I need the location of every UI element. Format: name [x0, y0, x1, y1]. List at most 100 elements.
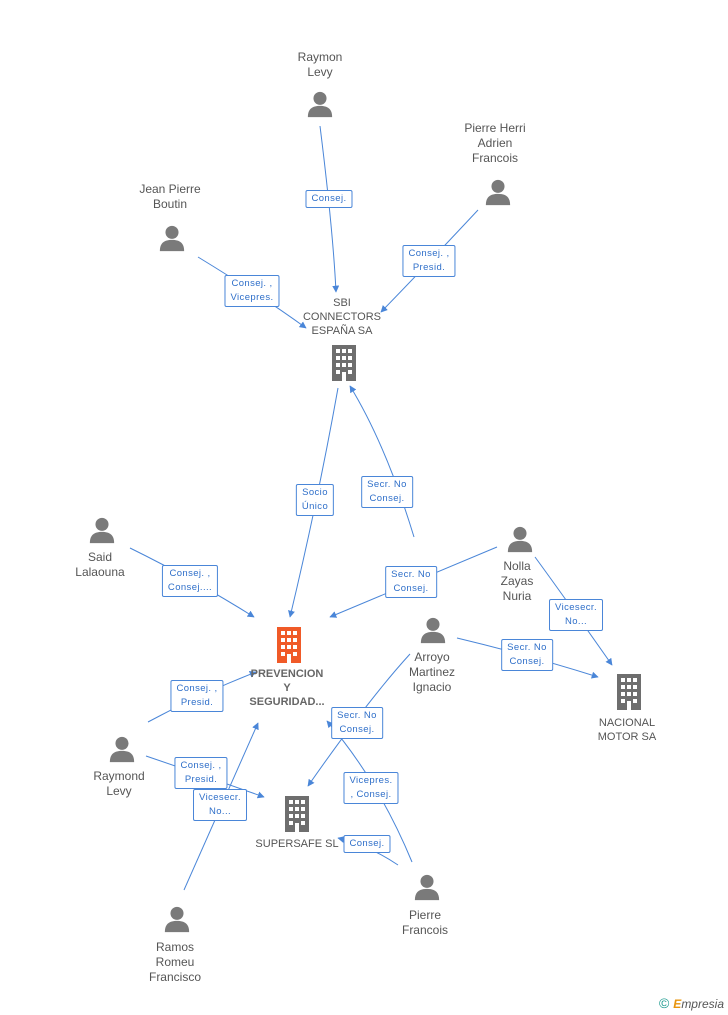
company-label-line: MOTOR SA — [597, 731, 657, 743]
brand-logo: Empresia — [673, 997, 724, 1011]
person-label-line: Raymon — [297, 50, 343, 64]
edge-label-line: Presid. — [180, 697, 214, 708]
edge-label-ramos-to-prevencion[interactable]: Vicesecr. No... — [193, 789, 247, 821]
edge-label-line: Consej. , — [169, 568, 211, 579]
edge-label-line: Vicepres. — [349, 775, 393, 786]
edge-label-line: Consej. — [369, 493, 405, 504]
building-icon-prevencion[interactable] — [277, 627, 301, 663]
edge-label-line: No... — [208, 806, 232, 817]
person-label-line: Zayas — [500, 574, 534, 588]
edge-label-line: Socio — [302, 487, 328, 498]
edge-label-raymon-levy-top-to-sbi[interactable]: Consej. — [305, 190, 353, 208]
edge-label-line: , Consej. — [350, 789, 392, 800]
edge-label-arroyo-to-supersafe[interactable]: Secr. No Consej. — [331, 707, 383, 739]
company-label-line: Y — [283, 682, 291, 694]
edge-label-nolla-to-sbi[interactable]: Secr. No Consej. — [361, 476, 413, 508]
edge-label-line: Consej. , — [231, 278, 273, 289]
edge-label-raymond-to-supersafe[interactable]: Consej. , Presid. — [174, 757, 228, 789]
person-icon-arroyo[interactable] — [420, 617, 446, 644]
edge-label-pierre-francois-to-supersafe[interactable]: Vicepres. , Consej. — [343, 772, 399, 804]
edge-label-jean-pierre-to-sbi[interactable]: Consej. , Vicepres. — [224, 275, 280, 307]
company-label-sbi: SBI CONNECTORS ESPAÑA SA — [282, 296, 402, 338]
footer-brand: ©Empresia — [659, 995, 724, 1011]
person-label-line: Pierre Herri — [464, 121, 526, 135]
company-label-line: SBI — [333, 297, 351, 309]
person-icon-nolla[interactable] — [507, 526, 533, 553]
person-label-line: Jean Pierre — [139, 182, 201, 196]
edge-label-said-to-prevencion[interactable]: Consej. , Consej.... — [161, 565, 219, 597]
person-label-line: Adrien — [477, 136, 513, 150]
person-label-line: Nuria — [502, 589, 532, 603]
edge-label-nolla-to-nacional[interactable]: Vicesecr. No... — [549, 599, 603, 631]
building-icon-nacional[interactable] — [617, 674, 641, 710]
edge-label-line: Consej. — [509, 656, 545, 667]
person-label-line: Levy — [106, 784, 132, 798]
company-label-prevencion: PREVENCION Y SEGURIDAD... — [227, 667, 347, 709]
edge-label-line: Consej. — [393, 583, 429, 594]
edge-label-line: Secr. No — [391, 569, 431, 580]
edge-label-line: Único — [301, 501, 329, 512]
company-label-line: SUPERSAFE SL — [255, 838, 339, 850]
person-icon-raymon-levy-top[interactable] — [307, 91, 333, 118]
building-icon-supersafe[interactable] — [285, 796, 309, 832]
person-label-line: Francois — [401, 923, 448, 937]
person-label-line: Raymond — [93, 769, 145, 783]
person-icon-said[interactable] — [89, 517, 115, 544]
company-label-nacional: NACIONAL MOTOR SA — [567, 716, 687, 744]
company-label-line: PREVENCION — [250, 668, 324, 680]
edge-label-pierre-herri-to-sbi[interactable]: Consej. ,Presid. — [402, 245, 456, 277]
edge-label-line: Consej. — [311, 193, 347, 204]
company-label-line: NACIONAL — [598, 717, 656, 729]
edge-label-line: Secr. No — [367, 479, 407, 490]
person-label-line: Arroyo — [414, 650, 450, 664]
edge-label-line: Presid. — [184, 774, 218, 785]
person-label-line: Said — [87, 550, 113, 564]
person-label-line: Ignacio — [412, 680, 452, 694]
person-label-line: Francisco — [148, 970, 201, 984]
person-label-line: Ramos — [155, 940, 194, 954]
copyright-symbol: © — [658, 995, 670, 1011]
edge-label-line: Vicepres. — [230, 292, 274, 303]
edge-label-line: Secr. No — [337, 710, 377, 721]
building-icon-sbi[interactable] — [332, 345, 356, 381]
edge-label-line: Secr. No — [507, 642, 547, 653]
edge-label-line: Vicesecr. — [555, 602, 597, 613]
person-icon-ramos[interactable] — [164, 906, 190, 933]
person-label-line: Pierre — [408, 908, 441, 922]
person-icon-pierre-francois[interactable] — [414, 874, 440, 901]
edge-label-line: No... — [564, 616, 588, 627]
edge-label-line: Consej.... — [167, 582, 213, 593]
company-label-line: SEGURIDAD... — [249, 696, 325, 708]
edge-label-line: Consej. — [339, 724, 375, 735]
person-label-line: Levy — [307, 65, 333, 79]
person-icon-raymond[interactable] — [109, 736, 135, 763]
person-label-line: Martinez — [408, 665, 455, 679]
edge-label-nolla-to-prevencion[interactable]: Secr. No Consej. — [385, 566, 437, 598]
company-label-line: ESPAÑA SA — [311, 325, 373, 337]
edge-nolla-to-sbi — [349, 385, 415, 538]
edge-label-line: Vicesecr. — [199, 792, 241, 803]
edge-label-pierre-francois-to-supersafe[interactable]: Consej. — [343, 835, 391, 853]
person-icon-pierre-herri[interactable] — [485, 179, 511, 206]
person-label-line: Nolla — [503, 559, 531, 573]
person-label-line: Francois — [471, 151, 518, 165]
edge-label-raymond-to-prevencion[interactable]: Consej. , Presid. — [170, 680, 224, 712]
company-label-line: CONNECTORS — [302, 311, 382, 323]
edge-label-line: Consej. , — [408, 248, 450, 259]
edge-label-line: Consej. , — [176, 683, 218, 694]
edge-label-line: Consej. , — [180, 760, 222, 771]
edge-label-arroyo-to-nacional[interactable]: Secr. No Consej. — [501, 639, 553, 671]
person-icon-jean-pierre[interactable] — [159, 225, 185, 252]
edge-label-line: Consej. — [349, 838, 385, 849]
person-label-line: Lalaouna — [75, 565, 125, 579]
